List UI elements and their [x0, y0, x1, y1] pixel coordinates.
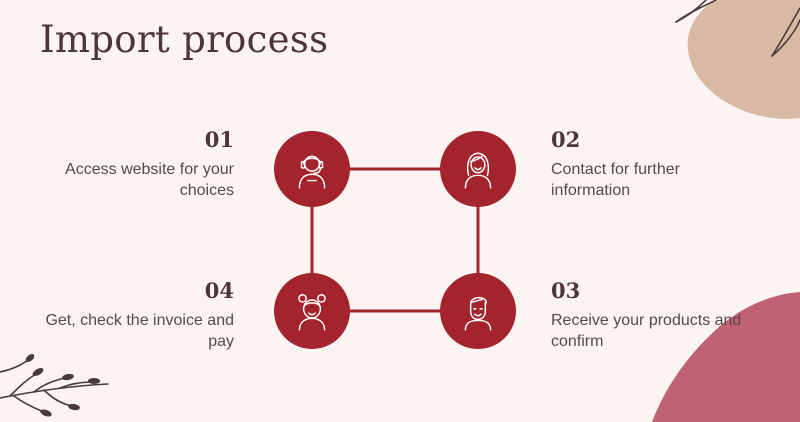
tan-blob-shape: [687, 0, 800, 119]
man-face-icon: [464, 296, 492, 331]
rose-blob-shape: [652, 292, 800, 422]
step-description: Contact for further information: [551, 161, 680, 199]
step-description: Receive your products and confirm: [551, 312, 742, 350]
step-number: 01: [204, 127, 234, 152]
step-node-4: [274, 273, 350, 349]
step-description: Access website for your choices: [65, 161, 234, 199]
woman-bun-hair-icon: [298, 293, 326, 331]
step-number: 04: [204, 278, 234, 303]
step-number: 03: [551, 278, 581, 303]
step-node-1: [274, 131, 350, 207]
woman-long-hair-icon: [464, 152, 492, 189]
step-node-2: [440, 131, 516, 207]
step-2: 02 Contact for further information: [551, 127, 751, 201]
leaf-sketch-top-right: [675, 0, 800, 57]
step-4: 04 Get, check the invoice and pay: [34, 278, 234, 352]
woman-headset-icon: [298, 155, 326, 189]
page-title: Import process: [40, 18, 329, 61]
branch-leaves: [25, 354, 100, 417]
step-number: 02: [551, 127, 581, 152]
step-description: Get, check the invoice and pay: [45, 312, 234, 350]
step-node-3: [440, 273, 516, 349]
step-3: 03 Receive your products and confirm: [551, 278, 751, 352]
step-1: 01 Access website for your choices: [34, 127, 234, 201]
